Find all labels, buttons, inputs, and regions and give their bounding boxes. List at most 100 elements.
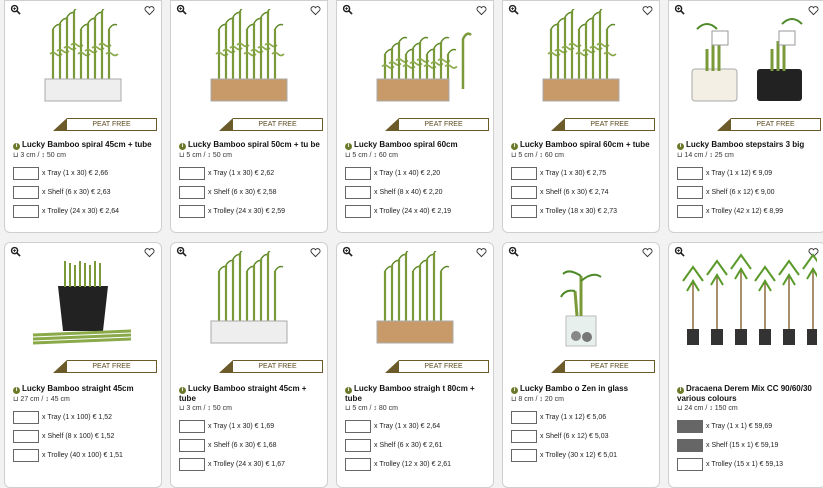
quantity-input[interactable] xyxy=(511,448,537,462)
quantity-input[interactable] xyxy=(179,204,205,218)
zoom-icon[interactable] xyxy=(674,246,685,257)
order-option-label: x Tray (1 x 100) € 1,52 xyxy=(42,413,113,421)
zoom-icon[interactable] xyxy=(342,4,353,15)
favorite-heart-icon[interactable] xyxy=(476,5,487,16)
quantity-input[interactable] xyxy=(345,457,371,471)
product-image[interactable] xyxy=(677,251,817,353)
quantity-input[interactable] xyxy=(511,410,537,424)
order-row: x Trolley (42 x 12) € 8,99 xyxy=(677,204,783,218)
order-row: x Shelf (6 x 30) € 1,68 xyxy=(179,438,276,452)
info-icon[interactable]: i xyxy=(677,387,684,394)
favorite-heart-icon[interactable] xyxy=(642,5,653,16)
order-option-label: x Trolley (12 x 30) € 2,61 xyxy=(374,460,452,468)
quantity-input[interactable] xyxy=(13,185,39,199)
info-icon[interactable]: i xyxy=(345,387,352,394)
product-image[interactable] xyxy=(345,9,485,111)
info-icon[interactable]: i xyxy=(13,387,20,394)
order-option-label: x Trolley (24 x 30) € 2,59 xyxy=(208,207,286,215)
quantity-input[interactable] xyxy=(345,438,371,452)
quantity-input[interactable] xyxy=(13,448,39,462)
zoom-icon[interactable] xyxy=(508,4,519,15)
product-image[interactable] xyxy=(13,251,153,353)
favorite-heart-icon[interactable] xyxy=(642,247,653,258)
favorite-heart-icon[interactable] xyxy=(310,247,321,258)
product-image[interactable] xyxy=(13,9,153,111)
order-row: x Shelf (8 x 100) € 1,52 xyxy=(13,429,114,443)
quantity-input[interactable] xyxy=(677,438,703,452)
info-icon[interactable]: i xyxy=(179,387,186,394)
pot-size-icon: ⊔ xyxy=(511,152,517,159)
quantity-input[interactable] xyxy=(345,204,371,218)
quantity-input[interactable] xyxy=(13,429,39,443)
quantity-input[interactable] xyxy=(179,438,205,452)
info-icon[interactable]: i xyxy=(179,143,186,150)
zoom-icon[interactable] xyxy=(176,246,187,257)
quantity-input[interactable] xyxy=(13,204,39,218)
product-dimensions: ⊔ 5 cm / ↕ 60 cm xyxy=(345,152,398,159)
order-option-label: x Trolley (42 x 12) € 8,99 xyxy=(706,207,784,215)
product-image[interactable] xyxy=(511,251,651,353)
quantity-input[interactable] xyxy=(511,166,537,180)
favorite-heart-icon[interactable] xyxy=(808,247,819,258)
zoom-icon[interactable] xyxy=(176,4,187,15)
quantity-input[interactable] xyxy=(345,419,371,433)
quantity-input[interactable] xyxy=(179,166,205,180)
order-option-label: x Shelf (15 x 1) € 59,19 xyxy=(706,441,779,449)
order-row: x Shelf (15 x 1) € 59,19 xyxy=(677,438,778,452)
quantity-input[interactable] xyxy=(179,457,205,471)
favorite-heart-icon[interactable] xyxy=(476,247,487,258)
zoom-icon[interactable] xyxy=(10,246,21,257)
product-image[interactable] xyxy=(179,251,319,353)
zoom-icon[interactable] xyxy=(674,4,685,15)
order-row: x Trolley (30 x 12) € 5,01 xyxy=(511,448,617,462)
info-icon[interactable]: i xyxy=(511,143,518,150)
quantity-input[interactable] xyxy=(13,166,39,180)
zoom-icon[interactable] xyxy=(10,4,21,15)
quantity-input[interactable] xyxy=(677,419,703,433)
favorite-heart-icon[interactable] xyxy=(808,5,819,16)
order-option-label: x Tray (1 x 30) € 2,75 xyxy=(540,169,607,177)
peat-free-badge: PEAT FREE xyxy=(219,118,323,131)
zoom-icon[interactable] xyxy=(508,246,519,257)
quantity-input[interactable] xyxy=(511,204,537,218)
quantity-input[interactable] xyxy=(677,185,703,199)
product-image[interactable] xyxy=(179,9,319,111)
favorite-heart-icon[interactable] xyxy=(144,247,155,258)
quantity-input[interactable] xyxy=(677,457,703,471)
quantity-input[interactable] xyxy=(345,166,371,180)
product-image[interactable] xyxy=(511,9,651,111)
order-row: x Shelf (6 x 30) € 2,58 xyxy=(179,185,276,199)
favorite-heart-icon[interactable] xyxy=(310,5,321,16)
order-option-label: x Trolley (40 x 100) € 1,51 xyxy=(42,451,123,459)
quantity-input[interactable] xyxy=(677,204,703,218)
quantity-input[interactable] xyxy=(677,166,703,180)
order-option-label: x Shelf (6 x 12) € 5,03 xyxy=(540,432,609,440)
product-image[interactable] xyxy=(345,251,485,353)
product-image[interactable] xyxy=(677,9,817,111)
quantity-input[interactable] xyxy=(345,185,371,199)
quantity-input[interactable] xyxy=(179,419,205,433)
info-icon[interactable]: i xyxy=(511,387,518,394)
quantity-input[interactable] xyxy=(511,429,537,443)
info-icon[interactable]: i xyxy=(13,143,20,150)
quantity-input[interactable] xyxy=(179,185,205,199)
info-icon[interactable]: i xyxy=(345,143,352,150)
peat-free-badge: PEAT FREE xyxy=(385,118,489,131)
quantity-input[interactable] xyxy=(13,410,39,424)
favorite-heart-icon[interactable] xyxy=(144,5,155,16)
info-icon[interactable]: i xyxy=(677,143,684,150)
quantity-input[interactable] xyxy=(511,185,537,199)
peat-free-badge: PEAT FREE xyxy=(551,360,655,373)
zoom-icon[interactable] xyxy=(342,246,353,257)
